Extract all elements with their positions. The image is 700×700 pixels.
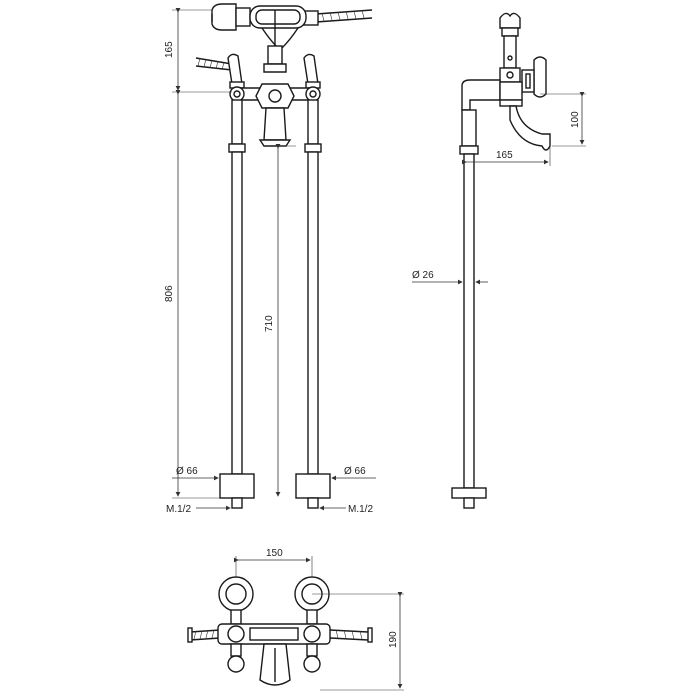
side-spout <box>509 105 551 151</box>
dim-plan-depth: 190 <box>312 592 404 691</box>
dim-label-dia26: Ø 26 <box>412 270 434 281</box>
dim-spout-reach: 165 <box>462 146 551 166</box>
hose-left <box>195 57 233 71</box>
dim-label-165-side: 165 <box>496 150 513 161</box>
dim-label-dia66-left: Ø 66 <box>176 466 198 477</box>
side-view: 100 165 Ø 26 <box>412 12 586 509</box>
dim-label-thread-left: M.1/2 <box>166 504 191 515</box>
dim-label-710: 710 <box>264 315 275 332</box>
leg-left <box>219 99 255 509</box>
dim-pipe-dia: Ø 26 <box>412 270 488 285</box>
side-arm <box>461 79 523 111</box>
plan-lever-left <box>227 643 245 673</box>
dim-total-height: 806 <box>164 90 220 499</box>
lever-right <box>303 53 321 89</box>
handset <box>211 3 307 49</box>
cradle-post <box>263 10 287 73</box>
leg-right <box>295 99 331 509</box>
dim-base-left: Ø 66 <box>172 466 219 481</box>
plan-spout <box>259 643 291 686</box>
plan-hose-left <box>187 627 221 643</box>
lever-left <box>227 53 245 89</box>
front-view: 165 806 710 Ø 66 Ø 66 M.1/2 <box>164 3 376 515</box>
dim-label-150: 150 <box>266 548 283 559</box>
dim-centers: 150 <box>234 548 313 577</box>
plan-body <box>217 623 331 645</box>
dim-thread-right: M.1/2 <box>319 504 373 515</box>
plan-ring-right <box>294 576 330 625</box>
side-handle <box>499 12 521 83</box>
dim-label-806: 806 <box>164 285 175 302</box>
dim-label-thread-right: M.1/2 <box>348 504 373 515</box>
plan-ring-left <box>218 576 254 625</box>
dim-thread-left: M.1/2 <box>166 504 231 515</box>
plan-lever-right <box>303 643 321 673</box>
side-pipe <box>451 109 487 509</box>
dim-base-right: Ø 66 <box>331 466 376 481</box>
dim-label-100: 100 <box>570 111 581 128</box>
plan-view: 150 190 <box>187 548 404 691</box>
hose-right <box>303 9 373 26</box>
dim-label-190: 190 <box>388 631 399 648</box>
dim-top-height: 165 <box>164 8 232 93</box>
front-spout <box>258 107 292 147</box>
side-lever <box>521 56 547 98</box>
dim-inner-height: 710 <box>264 144 296 497</box>
plan-hose-right <box>329 627 373 643</box>
mixer-body <box>229 83 321 109</box>
dim-spout-height: 100 <box>540 92 586 147</box>
dim-label-165: 165 <box>164 41 175 58</box>
dim-label-dia66-right: Ø 66 <box>344 466 366 477</box>
